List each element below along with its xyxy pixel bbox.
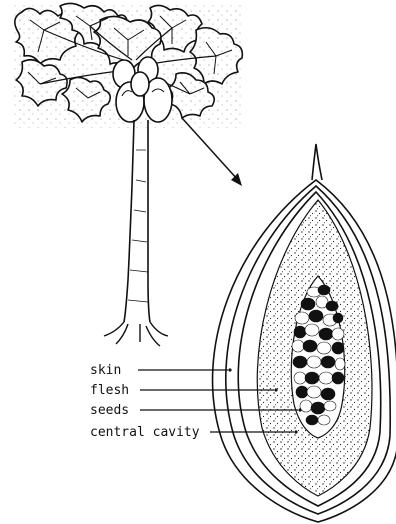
label-skin-group: skin: [90, 363, 232, 378]
label-skin: skin: [90, 363, 121, 378]
label-central-cavity: central cavity: [90, 425, 200, 440]
label-seeds: seeds: [90, 403, 129, 418]
tree-trunk: [104, 120, 168, 346]
pointer-arrow: [182, 118, 242, 186]
label-flesh: flesh: [90, 383, 129, 398]
papaya-tree-icon: [14, 3, 242, 346]
